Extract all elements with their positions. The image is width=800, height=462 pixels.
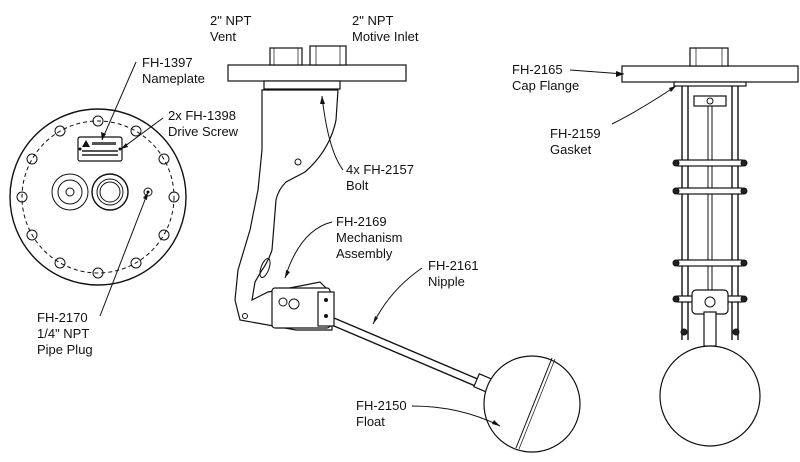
vent-fitting — [269, 47, 303, 66]
bolt-name: Bolt — [346, 178, 369, 193]
leader-lines — [99, 61, 677, 427]
mechanism-part: FH-2169 — [336, 214, 387, 229]
flange-circle — [9, 108, 187, 286]
vent-name: Vent — [210, 29, 237, 44]
bolt-part: 4x FH-2157 — [346, 162, 414, 177]
pipe-plug-label: FH-2170 1/4" NPT Pipe Plug — [37, 310, 93, 358]
float-label: FH-2150 Float — [356, 398, 407, 430]
cap-flange-label: FH-2165 Cap Flange — [512, 62, 579, 94]
drive-screw-part: 2x FH-1398 — [168, 108, 236, 123]
bolt-label: 4x FH-2157 Bolt — [346, 162, 414, 194]
inlet-label: 2" NPT Motive Inlet — [352, 13, 418, 45]
nameplate-part: FH-1397 — [142, 55, 193, 70]
gasket-name: Gasket — [550, 142, 592, 157]
bolt-holes — [16, 115, 180, 279]
side-flange — [227, 64, 407, 82]
top-view — [9, 108, 187, 286]
float-name: Float — [356, 414, 385, 429]
gasket-part: FH-2159 — [550, 126, 601, 141]
cap-flange-name: Cap Flange — [512, 78, 580, 93]
front-view — [621, 47, 799, 447]
float-side — [483, 355, 581, 453]
vent-label: 2" NPT Vent — [210, 13, 251, 45]
gasket-label: FH-2159 Gasket — [550, 126, 601, 158]
side-view — [227, 45, 581, 453]
gasket — [673, 81, 747, 87]
inlet-part: 2" NPT — [352, 13, 394, 28]
bolt-circle — [21, 120, 175, 274]
nameplate-name: Nameplate — [142, 71, 205, 86]
drive-screw-label: 2x FH-1398 Drive Screw — [168, 108, 238, 140]
vent-part: 2" NPT — [210, 13, 252, 28]
inlet-fitting — [309, 45, 347, 66]
nipple-name: Nipple — [428, 274, 465, 289]
cap-flange-part: FH-2165 — [512, 62, 563, 77]
nipple-side — [333, 317, 493, 393]
inlet-name: Motive Inlet — [352, 29, 419, 44]
drive-screw-name: Drive Screw — [168, 124, 239, 139]
mechanism-name-1: Mechanism — [336, 230, 403, 245]
float-front — [659, 345, 761, 447]
front-flange — [621, 65, 799, 83]
float-part: FH-2150 — [356, 398, 407, 413]
nipple-label: FH-2161 Nipple — [428, 258, 479, 290]
nipple-part: FH-2161 — [428, 258, 479, 273]
inlet-port-top — [91, 173, 129, 211]
nameplate — [77, 136, 123, 162]
pipe-plug-size: 1/4" NPT — [37, 326, 90, 341]
pipe-plug-part: FH-2170 — [37, 310, 88, 325]
vent-port-top — [51, 173, 89, 211]
mechanism-label: FH-2169 Mechanism Assembly — [336, 214, 402, 262]
nameplate-label: FH-1397 Nameplate — [142, 55, 205, 87]
pipe-plug-name: Pipe Plug — [37, 342, 93, 357]
mechanism-name-2: Assembly — [336, 246, 393, 261]
